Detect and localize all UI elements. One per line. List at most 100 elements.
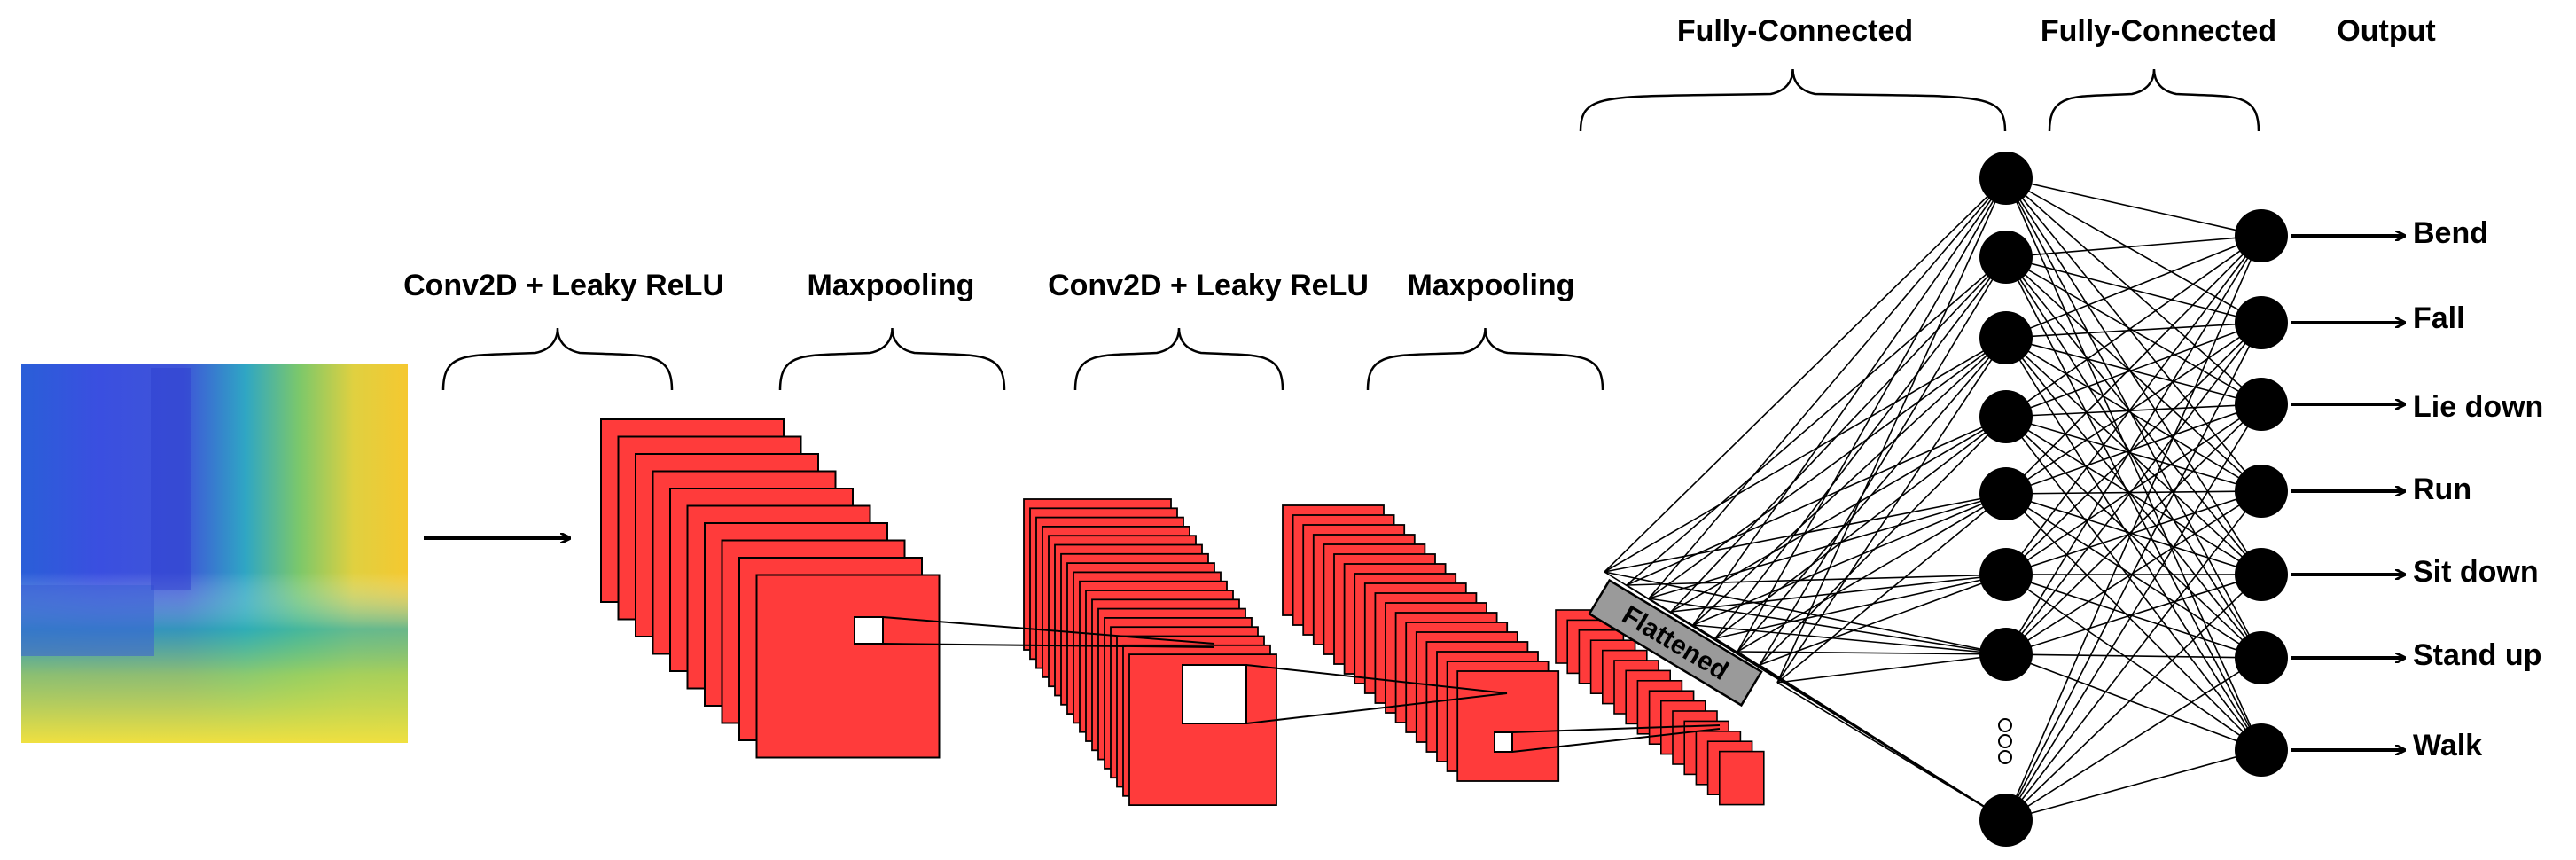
fc2-neuron-5 bbox=[2235, 548, 2288, 601]
link-fc1-fc2 bbox=[2005, 337, 2262, 659]
link-flat-fc1 bbox=[1737, 493, 2007, 653]
link-fc1-fc2 bbox=[2005, 337, 2262, 575]
link-fc1-fc2 bbox=[2005, 177, 2262, 492]
link-fc1-fc2 bbox=[2005, 177, 2262, 324]
link-fc1-fc2 bbox=[2005, 235, 2262, 575]
link-fc1-fc2 bbox=[2005, 337, 2262, 405]
link-fc1-fc2 bbox=[2005, 493, 2262, 575]
link-fc1-fc2 bbox=[2005, 403, 2262, 821]
class-label-bend: Bend bbox=[2413, 216, 2488, 250]
stage-braces bbox=[441, 68, 2260, 391]
fc1-neuron-5 bbox=[1979, 467, 2033, 520]
link-flat-fc1 bbox=[1604, 337, 2007, 573]
link-fc1-fc2 bbox=[2005, 574, 2262, 751]
link-flat-fc1 bbox=[1692, 493, 2007, 626]
fc1-neuron-6 bbox=[1979, 548, 2033, 601]
fc1-neuron-3 bbox=[1979, 311, 2033, 364]
link-fc1-fc2 bbox=[2005, 322, 2262, 418]
link-fc1-fc2 bbox=[2005, 177, 2262, 751]
output-label: Output bbox=[2337, 14, 2436, 48]
link-fc1-fc2 bbox=[2005, 256, 2262, 492]
link-flat-fc1 bbox=[1776, 493, 2007, 684]
link-fc1-fc2 bbox=[2005, 490, 2262, 821]
link-flat-fc1 bbox=[1648, 493, 2007, 599]
link-flat-fc1 bbox=[1714, 256, 2007, 639]
link-fc1-fc2 bbox=[2005, 235, 2262, 339]
pool2-map-18 bbox=[1456, 670, 1560, 782]
link-flat-fc1 bbox=[1759, 256, 2007, 666]
link-flat-fc1 bbox=[1604, 177, 2007, 573]
pool2-feature-map-stack bbox=[1282, 504, 1560, 782]
class-label-sit-down: Sit down bbox=[2413, 555, 2539, 589]
link-flat-fc1 bbox=[1648, 598, 2007, 655]
link-fc1-fc2 bbox=[2005, 574, 2262, 821]
fc2-neuron-6 bbox=[2235, 631, 2288, 684]
link-fc1-fc2 bbox=[2005, 235, 2262, 655]
class-label-run: Run bbox=[2413, 473, 2472, 506]
link-flat-fc1 bbox=[1737, 651, 2007, 655]
conv1-map-10 bbox=[755, 574, 941, 759]
link-flat-fc1 bbox=[1692, 337, 2007, 626]
link-flat-fc1 bbox=[1670, 574, 2007, 613]
fully-connected-links bbox=[1604, 177, 2262, 821]
link-fc1-fc2 bbox=[2005, 416, 2262, 659]
class-label-walk: Walk bbox=[2413, 729, 2483, 762]
link-flat-fc1 bbox=[1648, 337, 2007, 599]
link-fc1-fc2 bbox=[2005, 653, 2262, 751]
fc1-neuron-7 bbox=[1979, 628, 2033, 681]
link-fc1-fc2 bbox=[2005, 490, 2262, 575]
input-heatmap bbox=[21, 364, 408, 743]
conv1-feature-map-stack bbox=[600, 418, 941, 759]
fc1-brace bbox=[1579, 68, 2007, 132]
link-fc1-fc2 bbox=[2005, 256, 2262, 324]
link-fc1-fc2 bbox=[2005, 235, 2262, 258]
link-flat-fc1 bbox=[1648, 177, 2007, 599]
pool1-brace bbox=[778, 327, 1006, 391]
link-fc1-fc2 bbox=[2005, 574, 2262, 655]
conv1-label: Conv2D + Leaky ReLU bbox=[403, 269, 724, 302]
link-fc1-fc2 bbox=[2005, 322, 2262, 339]
link-flat-fc1 bbox=[1670, 256, 2007, 613]
link-fc1-fc2 bbox=[2005, 416, 2262, 575]
link-fc1-fc2 bbox=[2005, 493, 2262, 751]
pool2-label: Maxpooling bbox=[1407, 269, 1575, 302]
link-flat-fc1 bbox=[1692, 177, 2007, 626]
link-fc1-fc2 bbox=[2005, 416, 2262, 492]
link-fc1-fc2 bbox=[2005, 177, 2262, 405]
link-flat-fc1 bbox=[1776, 177, 2007, 684]
output-arrows bbox=[2291, 236, 2404, 750]
fc2-neurons bbox=[2235, 209, 2288, 777]
fc2-brace bbox=[2048, 68, 2260, 132]
receptive-field-projections bbox=[854, 616, 1721, 753]
pool2-brace bbox=[1366, 327, 1604, 391]
link-flat-fc1 bbox=[1626, 574, 2007, 586]
pool1-label: Maxpooling bbox=[807, 269, 975, 302]
link-fc1-fc2 bbox=[2005, 256, 2262, 751]
link-flat-fc1 bbox=[1776, 682, 2007, 821]
link-fc1-fc2 bbox=[2005, 177, 2262, 575]
ellipsis-dots bbox=[1998, 718, 2012, 764]
link-fc1-fc2 bbox=[2005, 256, 2262, 575]
link-fc1-fc2 bbox=[2005, 322, 2262, 575]
conv2-label: Conv2D + Leaky ReLU bbox=[1048, 269, 1369, 302]
link-flat-fc1 bbox=[1714, 574, 2007, 639]
link-flat-fc1 bbox=[1759, 574, 2007, 666]
link-flat-fc1 bbox=[1737, 177, 2007, 653]
link-fc1-fc2 bbox=[2005, 749, 2262, 821]
fc2-label: Fully-Connected bbox=[2040, 14, 2277, 48]
class-label-stand-up: Stand up bbox=[2413, 638, 2542, 672]
link-fc1-fc2 bbox=[2005, 322, 2262, 821]
link-fc1-fc2 bbox=[2005, 235, 2262, 821]
class-label-fall: Fall bbox=[2413, 301, 2465, 335]
link-flat-fc1 bbox=[1604, 571, 2007, 655]
link-fc1-fc2 bbox=[2005, 493, 2262, 659]
final-map-15 bbox=[1719, 750, 1765, 806]
class-label-lie-down: Lie down bbox=[2413, 390, 2544, 424]
link-flat-fc1 bbox=[1692, 624, 2007, 655]
link-fc1-fc2 bbox=[2005, 256, 2262, 659]
link-flat-fc1 bbox=[1626, 416, 2007, 586]
conv2-brace bbox=[1073, 327, 1284, 391]
link-fc1-fc2 bbox=[2005, 235, 2262, 418]
link-fc1-fc2 bbox=[2005, 337, 2262, 492]
